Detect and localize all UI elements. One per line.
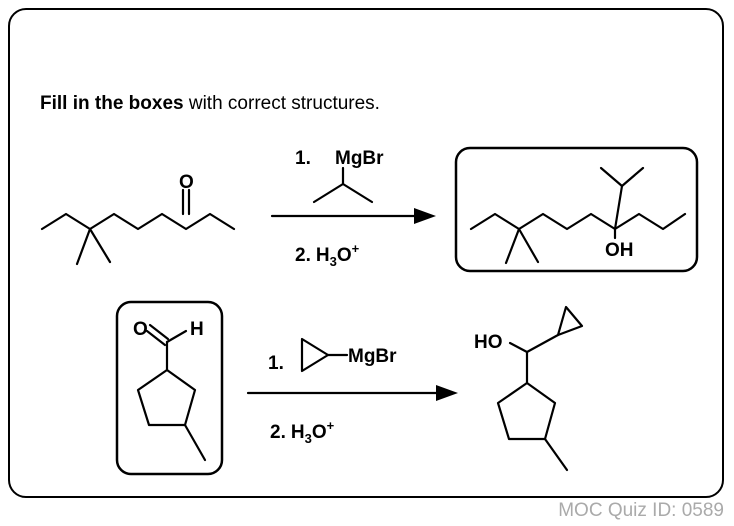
answer-box-starting-material[interactable]	[115, 300, 224, 476]
aldehyde-hydrogen: H	[190, 319, 204, 340]
product-hydroxyl-2: HO	[474, 332, 503, 353]
instruction-text: Fill in the boxes with correct structure…	[40, 93, 380, 115]
reaction2-step1-number: 1.	[268, 353, 284, 374]
ketone-oxygen: O	[179, 172, 194, 193]
quiz-id-label: MOC Quiz ID: 0589	[558, 500, 724, 521]
reaction2-step2: 2.H3O+	[270, 418, 335, 446]
reaction1-arrow	[270, 208, 436, 224]
isopropyl-group	[312, 166, 374, 204]
reaction1-step1-reagent: MgBr	[335, 148, 384, 169]
starting-aldehyde: O H	[133, 319, 207, 462]
reaction1-step1-number: 1.	[295, 148, 311, 169]
product-secondary-alcohol: HO	[474, 305, 584, 472]
product-tertiary-alcohol: OH	[469, 166, 687, 265]
cyclopropyl-group	[300, 337, 349, 373]
reaction2-step1-reagent: MgBr	[348, 346, 397, 367]
outer-frame	[8, 8, 724, 498]
aldehyde-oxygen: O	[133, 319, 148, 340]
reaction2-arrow	[246, 385, 458, 401]
reaction1-step2: 2.H3O+	[295, 241, 360, 269]
starting-ketone: O	[40, 172, 236, 266]
answer-box-product[interactable]	[454, 146, 699, 273]
instruction-bold: Fill in the boxes	[40, 93, 184, 114]
instruction-rest: with correct structures.	[183, 93, 380, 114]
product-hydroxyl: OH	[605, 240, 634, 261]
